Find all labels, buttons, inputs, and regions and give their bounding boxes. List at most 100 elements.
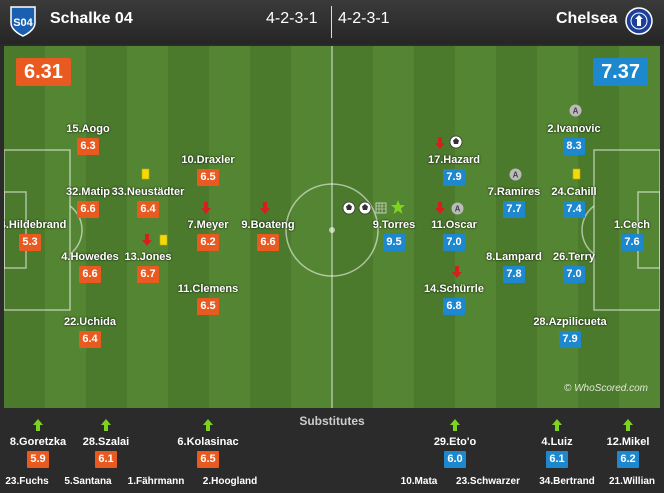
unused-sub-name[interactable]: 34.Bertrand	[539, 476, 595, 487]
player-rating: 7.0	[443, 234, 465, 251]
away-sub-card[interactable]: 12.Mikel 6.2	[583, 418, 664, 468]
goal-ball-icon	[342, 201, 356, 215]
player-rating: 6.4	[79, 331, 101, 348]
player-name: 8.Lampard	[486, 251, 542, 263]
player-rating: 7.9	[443, 169, 465, 186]
home-player-card[interactable]: 33.Neustädter 6.4	[88, 186, 208, 218]
player-rating: 6.2	[617, 451, 639, 468]
svg-text:A: A	[573, 107, 579, 116]
player-name: 2.Ivanovic	[547, 123, 601, 135]
home-player-card[interactable]: 34.Hildebrand 5.3	[4, 219, 90, 251]
unused-sub-name[interactable]: 23.Fuchs	[5, 476, 49, 487]
player-rating: 5.9	[27, 451, 49, 468]
player-name: 29.Eto'o	[433, 436, 477, 448]
goal-ball-icon	[449, 135, 463, 149]
player-name: 24.Cahill	[551, 186, 597, 198]
home-sub-card[interactable]: 28.Szalai 6.1	[61, 418, 151, 468]
home-player-card[interactable]: 4.Howedes 6.6	[30, 251, 150, 283]
unused-sub-name[interactable]: 2.Hoogland	[202, 476, 258, 487]
player-rating: 6.5	[197, 169, 219, 186]
away-player-card[interactable]: 1.Cech 7.6	[572, 219, 660, 251]
pitch: 6.31 7.37 15.Aogo 6.3 10.Draxler 6.5 32.…	[4, 46, 660, 408]
sub-off-arrow-icon	[435, 137, 445, 149]
away-player-card[interactable]: 2.Ivanovic 8.3	[514, 123, 634, 155]
schalke-crest-icon: S04	[10, 6, 36, 37]
away-sub-card[interactable]: 4.Luiz 6.1	[512, 418, 602, 468]
svg-text:A: A	[455, 205, 461, 214]
home-player-card[interactable]: 32.Matip 6.6	[28, 186, 148, 218]
stats-grid-icon	[375, 202, 387, 214]
player-rating: 6.5	[197, 298, 219, 315]
player-name: 32.Matip	[65, 186, 110, 198]
player-rating: 7.9	[559, 331, 581, 348]
player-name: 7.Meyer	[187, 219, 229, 231]
sub-on-arrow-icon	[450, 419, 460, 431]
sub-off-arrow-icon	[142, 234, 152, 246]
unused-sub-name[interactable]: 21.Willian	[608, 476, 656, 487]
player-name: 7.Ramires	[487, 186, 541, 198]
unused-sub-name[interactable]: 1.Fährmann	[127, 476, 185, 487]
substitutes-bar: Substitutes 8.Goretzka 5.9 28.Szalai 6.1…	[0, 410, 664, 493]
home-player-card[interactable]: 10.Draxler 6.5	[148, 154, 268, 186]
player-name: 13.Jones	[124, 251, 172, 263]
player-rating: 6.1	[95, 451, 117, 468]
player-name: 28.Szalai	[82, 436, 130, 448]
away-player-card[interactable]: 14.Schürrle 6.8	[394, 283, 514, 315]
player-name: 26.Terry	[553, 251, 595, 263]
goal-ball-icon	[358, 201, 372, 215]
player-rating: 7.6	[621, 234, 643, 251]
svg-text:A: A	[513, 171, 519, 180]
sub-off-arrow-icon	[435, 202, 445, 214]
player-rating: 6.1	[546, 451, 568, 468]
player-name: 10.Draxler	[181, 154, 235, 166]
home-player-card[interactable]: 11.Clemens 6.5	[148, 283, 268, 315]
unused-sub-name[interactable]: 23.Schwarzer	[456, 476, 520, 487]
home-player-card[interactable]: 15.Aogo 6.3	[28, 123, 148, 155]
player-name: 11.Clemens	[177, 283, 239, 295]
away-team-name: Chelsea	[556, 10, 618, 27]
player-rating: 9.5	[383, 234, 405, 251]
player-name: 12.Mikel	[606, 436, 650, 448]
away-player-card[interactable]: 8.Lampard 7.8	[454, 251, 574, 283]
player-rating: 6.0	[444, 451, 466, 468]
player-rating: 6.2	[197, 234, 219, 251]
away-player-card[interactable]: 17.Hazard 7.9	[394, 154, 514, 186]
sub-on-arrow-icon	[552, 419, 562, 431]
home-player-card[interactable]: 9.Boateng 6.6	[208, 219, 328, 251]
home-team-rating: 6.31	[16, 58, 71, 86]
away-player-card[interactable]: 7.Ramires 7.7	[454, 186, 574, 218]
player-name: 4.Luiz	[541, 436, 573, 448]
away-formation: 4-2-3-1	[338, 10, 390, 27]
sub-on-arrow-icon	[203, 419, 213, 431]
player-name: 9.Torres	[372, 219, 416, 231]
player-name: 8.Goretzka	[9, 436, 67, 448]
away-player-card[interactable]: 24.Cahill 7.4	[514, 186, 634, 218]
away-player-card[interactable]: 11.Oscar 7.0	[394, 219, 514, 251]
unused-sub-name[interactable]: 5.Santana	[64, 476, 112, 487]
home-sub-card[interactable]: 8.Goretzka 5.9	[0, 418, 83, 468]
home-player-card[interactable]: 22.Uchida 6.4	[30, 316, 150, 348]
player-rating: 7.4	[563, 201, 585, 218]
player-name: 4.Howedes	[61, 251, 119, 263]
player-rating: 7.0	[563, 266, 585, 283]
player-rating: 6.7	[137, 266, 159, 283]
match-header: S04 Schalke 04 4-2-3-1 4-2-3-1 Chelsea	[0, 0, 664, 44]
away-player-card[interactable]: 9.Torres 9.5	[334, 219, 454, 251]
home-player-card[interactable]: 7.Meyer 6.2	[148, 219, 268, 251]
assist-icon: A	[569, 104, 582, 117]
player-rating: 6.6	[77, 201, 99, 218]
home-sub-card[interactable]: 6.Kolasinac 6.5	[163, 418, 253, 468]
substitutes-title: Substitutes	[299, 414, 365, 428]
player-rating: 6.5	[197, 451, 219, 468]
unused-sub-name[interactable]: 10.Mata	[400, 476, 438, 487]
away-player-card[interactable]: 26.Terry 7.0	[514, 251, 634, 283]
away-player-card[interactable]: 28.Azpilicueta 7.9	[510, 316, 630, 348]
player-name: 28.Azpilicueta	[533, 316, 607, 328]
away-sub-card[interactable]: 29.Eto'o 6.0	[410, 418, 500, 468]
chelsea-crest-icon	[625, 7, 653, 35]
sub-on-arrow-icon	[33, 419, 43, 431]
pitch-lines	[4, 46, 660, 408]
watermark: © WhoScored.com	[563, 383, 648, 394]
home-player-card[interactable]: 13.Jones 6.7	[88, 251, 208, 283]
